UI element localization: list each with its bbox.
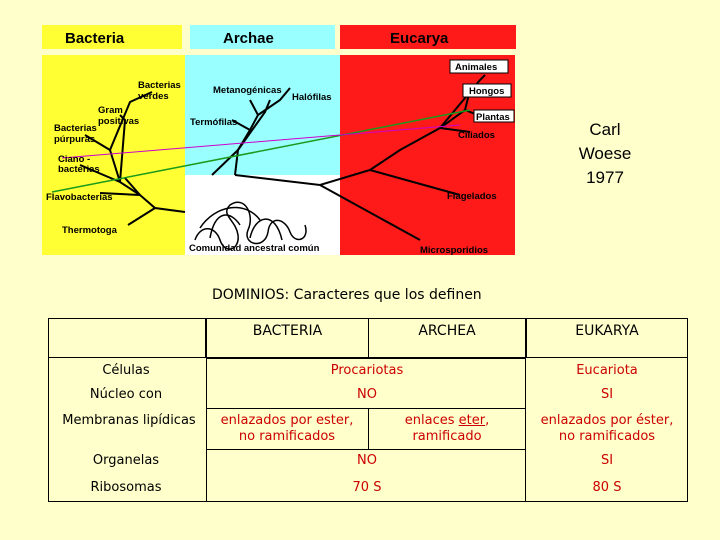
header-eukarya: EUKARYA xyxy=(575,323,639,339)
animales-box xyxy=(449,59,509,74)
label-hongos: Hongos xyxy=(469,86,504,97)
membranas-archea-line1: enlaces eter, xyxy=(404,413,490,428)
label-halofilas: Halófilas xyxy=(292,92,332,103)
eucarya-header-block xyxy=(340,25,516,49)
label-gram-2: positivas xyxy=(98,116,139,127)
label-purpuras-1: Bacterias xyxy=(54,123,97,134)
label-purpuras-2: púrpuras xyxy=(54,134,95,145)
eucarya-title: Eucarya xyxy=(390,30,449,47)
header-archea: ARCHEA xyxy=(418,323,476,339)
organelas-prokaryote-value: NO xyxy=(357,453,377,468)
celulas-eukarya-value: Eucariota xyxy=(576,363,638,378)
row-label-nucleo: Núcleo con xyxy=(89,387,163,402)
bacteria-branches xyxy=(79,91,186,226)
label-flavobacterias: Flavobacterias xyxy=(46,192,113,203)
label-flagelados: Flagelados xyxy=(447,191,497,202)
label-bacterias-verdes-2: verdes xyxy=(138,91,169,102)
celulas-prokaryote-value: Procariotas xyxy=(330,363,404,378)
label-ciliados: Ciliados xyxy=(458,130,495,141)
header-cell-eukarya xyxy=(526,318,688,358)
label-ciano-1: Ciano - xyxy=(58,154,90,165)
label-plantas: Plantas xyxy=(476,112,510,123)
nucleo-prokaryote-value: NO xyxy=(357,387,377,402)
row-label-organelas: Organelas xyxy=(92,453,160,468)
author-year: 1977 xyxy=(586,168,624,187)
membranas-eukarya-line2: no ramificados xyxy=(558,429,656,444)
organelas-eukarya-value: SI xyxy=(600,453,614,468)
membranas-archea-line2: ramificado xyxy=(412,429,482,444)
hongos-box xyxy=(462,83,512,98)
plantas-box xyxy=(473,109,515,123)
eucarya-branches xyxy=(234,74,491,241)
ribosomas-prokaryote-value: 70 S xyxy=(352,480,382,495)
label-gram-1: Gram xyxy=(98,105,123,116)
row-label-celulas: Células xyxy=(102,363,150,378)
membranas-bacteria-line2: no ramificados xyxy=(238,429,336,444)
label-ciano-2: bacterias xyxy=(58,164,100,175)
author-credit: Carl Woese 1977 xyxy=(560,118,650,190)
ancestral-community-tangle xyxy=(194,201,307,250)
archae-branches xyxy=(211,87,291,176)
ribosomas-eukarya-value: 80 S xyxy=(592,480,622,495)
bacteria-region xyxy=(42,55,185,255)
green-transfer-line xyxy=(51,109,471,193)
purple-transfer-line xyxy=(61,124,461,159)
table-title: DOMINIOS: Caracteres que los definen xyxy=(212,287,482,303)
label-metanogenicas: Metanogénicas xyxy=(213,85,282,96)
row-label-ribosomas: Ribosomas xyxy=(90,480,162,495)
archae-title: Archae xyxy=(223,30,274,47)
row-label-membranas: Membranas lipídicas xyxy=(62,413,196,428)
label-comunidad-ancestral: Comunidad ancestral común xyxy=(189,243,320,254)
tree-of-life-diagram: Bacteria Archae Eucarya xyxy=(42,25,516,256)
table-corner-cell xyxy=(48,318,206,358)
author-first-name: Carl xyxy=(589,120,621,139)
nucleo-eukarya-value: SI xyxy=(600,387,614,402)
label-thermotoga: Thermotoga xyxy=(62,225,118,236)
membranas-eukarya-line1: enlazados por éster, xyxy=(540,413,674,428)
header-bacteria: BACTERIA xyxy=(252,323,323,339)
archae-header-block xyxy=(190,25,335,49)
bacteria-title: Bacteria xyxy=(65,30,125,47)
label-termofilas: Termófilas xyxy=(190,117,237,128)
header-cell-archea xyxy=(368,318,526,358)
membranas-bacteria-line1: enlazados por ester, xyxy=(220,413,354,428)
label-microsporidios: Microsporidios xyxy=(420,245,488,256)
bacteria-header-block xyxy=(42,25,182,49)
label-bacterias-verdes-1: Bacterias xyxy=(138,80,181,91)
membrane-archea-cell xyxy=(368,408,526,450)
label-animales: Animales xyxy=(455,62,497,73)
author-last-name: Woese xyxy=(578,144,632,163)
